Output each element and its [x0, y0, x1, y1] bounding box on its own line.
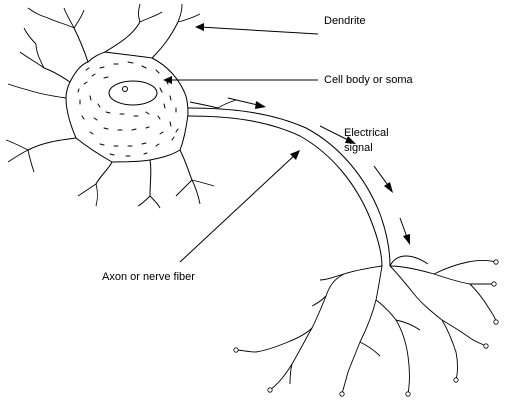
- label-electrical-signal-line2: signal: [344, 142, 373, 154]
- label-cell-body: Cell body or soma: [324, 74, 414, 86]
- axon-terminals: [235, 255, 497, 395]
- label-axon: Axon or nerve fiber: [102, 271, 195, 283]
- axon: [187, 107, 391, 267]
- cytoplasm-dashes: [77, 61, 179, 157]
- label-electrical-signal-line1: Electrical: [344, 127, 389, 139]
- label-pointers: [163, 23, 319, 263]
- nucleus: [108, 80, 158, 106]
- signal-arrows: [227, 97, 410, 245]
- label-dendrite: Dendrite: [324, 15, 366, 27]
- dendrites: [5, 3, 237, 209]
- cell-body: [27, 21, 219, 197]
- terminal-bulbs: [233, 259, 499, 397]
